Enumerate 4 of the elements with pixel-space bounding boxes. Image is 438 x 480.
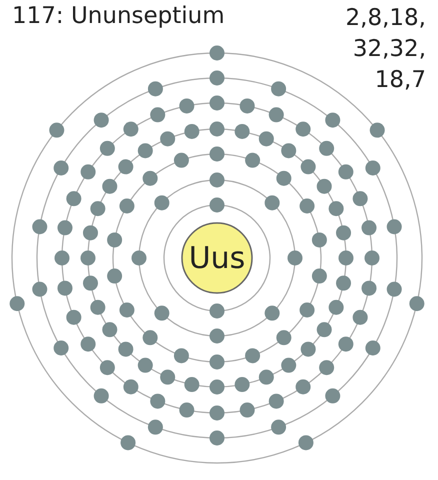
electron-configuration-text: 2,8,18, 32,32, 18,7 bbox=[344, 4, 426, 95]
element-symbol: Uus bbox=[188, 240, 246, 276]
title: 117: Ununseptium bbox=[12, 3, 225, 29]
nucleus-circle bbox=[180, 221, 254, 295]
